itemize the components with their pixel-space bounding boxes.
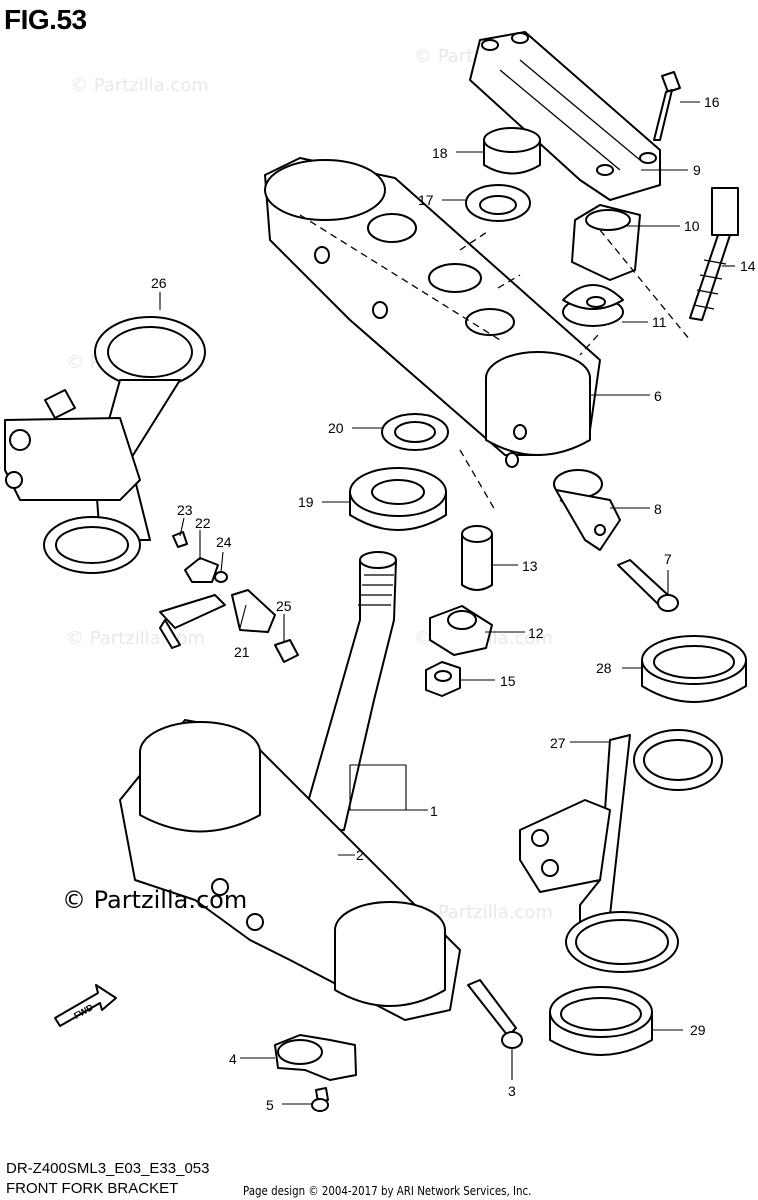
callout-27[interactable]: 27 xyxy=(550,735,566,751)
callout-19[interactable]: 19 xyxy=(298,494,314,510)
callout-18[interactable]: 18 xyxy=(432,145,448,161)
callout-4[interactable]: 4 xyxy=(229,1051,237,1067)
model-code: DR-Z400SML3_E03_E33_053 xyxy=(6,1160,210,1177)
part-21-switch[interactable] xyxy=(159,589,276,649)
watermark: © Partzilla.com xyxy=(62,886,248,914)
callout-15[interactable]: 15 xyxy=(500,673,516,689)
watermark-faint: © Partzilla.com xyxy=(70,75,209,96)
part-5-bolt[interactable] xyxy=(311,1087,329,1112)
callout-21[interactable]: 21 xyxy=(234,644,250,660)
part-17-washer[interactable] xyxy=(465,184,531,222)
callout-23[interactable]: 23 xyxy=(177,502,193,518)
part-25-cap[interactable] xyxy=(274,639,299,663)
part-28-ring[interactable] xyxy=(641,635,747,703)
part-27-right-bracket[interactable] xyxy=(519,729,723,973)
part-12-stopper[interactable] xyxy=(429,605,493,656)
part-16-bolt[interactable] xyxy=(653,71,681,141)
callout-29[interactable]: 29 xyxy=(690,1022,706,1038)
part-8-guide[interactable] xyxy=(553,469,621,551)
callout-14[interactable]: 14 xyxy=(740,258,756,274)
figure-title: FIG.53 xyxy=(4,4,87,35)
callout-8[interactable]: 8 xyxy=(654,501,662,517)
watermark-faint: © Partzilla.com xyxy=(414,902,553,923)
part-3-bolt[interactable] xyxy=(467,979,523,1049)
part-7-bolt[interactable] xyxy=(617,559,679,612)
part-15-nut[interactable] xyxy=(425,661,461,697)
callout-5[interactable]: 5 xyxy=(266,1097,274,1113)
part-20-stem-nut[interactable] xyxy=(381,413,449,451)
callout-20[interactable]: 20 xyxy=(328,420,344,436)
part-4-clamp[interactable] xyxy=(274,1034,357,1081)
part-1-steering-stem[interactable] xyxy=(299,551,397,831)
part-29-ring[interactable] xyxy=(549,986,653,1056)
part-6-upper-bracket[interactable] xyxy=(264,157,601,468)
part-10-lower-holder[interactable] xyxy=(571,204,641,281)
callout-17[interactable]: 17 xyxy=(418,192,434,208)
part-13-collar[interactable] xyxy=(461,525,493,591)
part-19-bearing[interactable] xyxy=(349,467,447,531)
callout-26[interactable]: 26 xyxy=(151,275,167,291)
callout-leaders xyxy=(159,101,735,1105)
fwd-arrow-icon: FWD xyxy=(54,984,117,1027)
callout-3[interactable]: 3 xyxy=(508,1083,516,1099)
callout-9[interactable]: 9 xyxy=(693,162,701,178)
part-18-cap[interactable] xyxy=(483,127,541,175)
part-23-screw[interactable] xyxy=(172,531,188,548)
callout-6[interactable]: 6 xyxy=(654,388,662,404)
part-11-cushion[interactable] xyxy=(562,284,624,327)
callout-13[interactable]: 13 xyxy=(522,558,538,574)
callout-12[interactable]: 12 xyxy=(528,625,544,641)
part-24-washer[interactable] xyxy=(214,571,228,583)
part-9-handlebar-holder[interactable] xyxy=(469,31,661,201)
part-1-lower-bracket[interactable] xyxy=(119,719,461,1021)
callout-2[interactable]: 2 xyxy=(356,847,364,863)
footer-title: FRONT FORK BRACKET xyxy=(6,1180,179,1197)
callout-10[interactable]: 10 xyxy=(684,218,700,234)
copyright-notice: Page design © 2004-2017 by ARI Network S… xyxy=(243,1183,532,1198)
callout-22[interactable]: 22 xyxy=(195,515,211,531)
callout-25[interactable]: 25 xyxy=(276,598,292,614)
callout-11[interactable]: 11 xyxy=(652,314,667,330)
callout-7[interactable]: 7 xyxy=(664,551,672,567)
callout-24[interactable]: 24 xyxy=(216,534,232,550)
part-22-cover[interactable] xyxy=(184,557,219,583)
part-14-long-bolt[interactable] xyxy=(689,187,739,321)
callout-28[interactable]: 28 xyxy=(596,660,612,676)
callout-1[interactable]: 1 xyxy=(430,803,438,819)
callout-16[interactable]: 16 xyxy=(704,94,720,110)
part-26-left-bracket[interactable] xyxy=(4,316,206,574)
